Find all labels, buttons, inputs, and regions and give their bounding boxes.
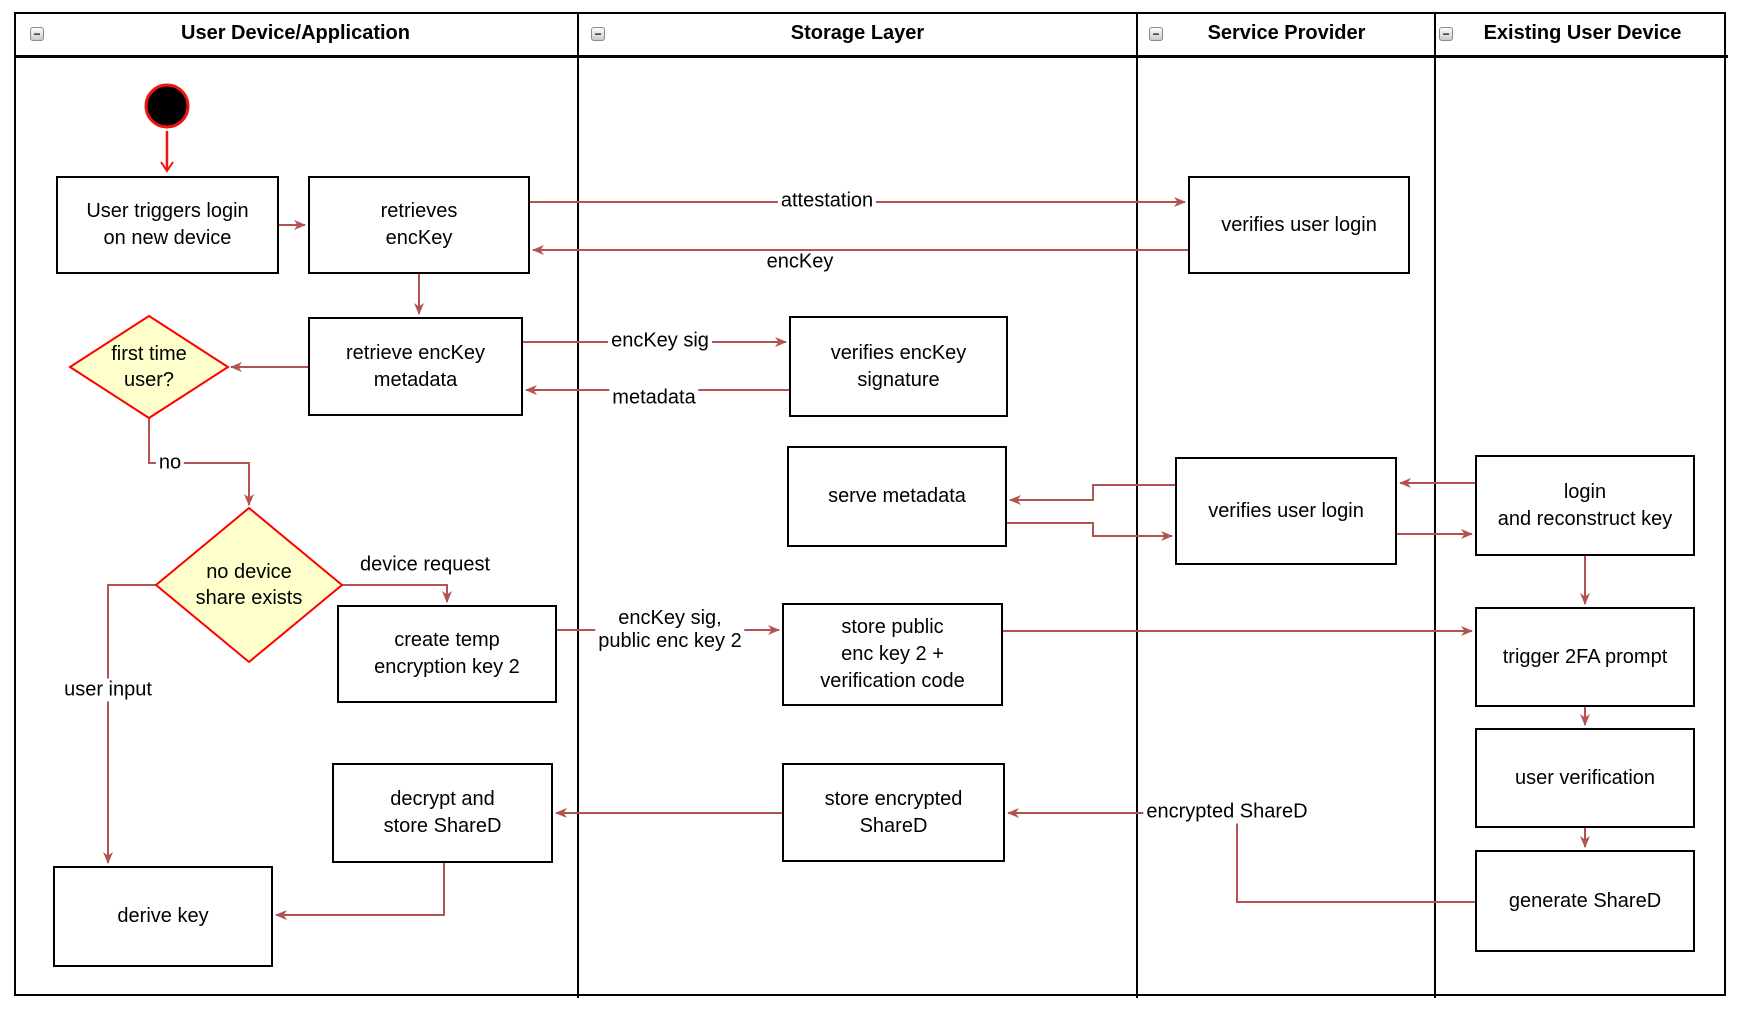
edge-label-metadata: metadata [609,386,699,410]
edge-label-enckey-sig: encKey sig [608,329,712,353]
edge-label-enckey-sig-public: encKey sig, public enc key 2 [595,607,745,653]
lane-divider [1434,12,1436,998]
node-derive-key: derive key [53,866,273,967]
edge-no-branch [148,418,254,506]
node-verifies-user-login-top: verifies user login [1188,176,1410,274]
edge-encrypted-shared [1007,808,1475,903]
lane-header-service-provider: − Service Provider [1139,12,1434,55]
node-retrieve-enckey-metadata: retrieve encKey metadata [308,317,523,416]
edge-label-device-request: device request [359,553,491,576]
node-store-public-enc-key: store public enc key 2 + verification co… [782,603,1003,706]
lane-title-storage-layer: Storage Layer [790,22,925,44]
node-generate-shared: generate ShareD [1475,850,1695,952]
collapse-icon[interactable]: − [30,27,44,41]
node-trigger-2fa-prompt: trigger 2FA prompt [1475,607,1695,707]
edge-label-attestation: attestation [777,189,877,213]
lane-divider [1136,12,1138,998]
edge-serve-metadata-to-verifies [1007,522,1173,541]
decision-no-device-share-shape [154,506,344,664]
decision-no-device-share-label: no device share exists [195,561,303,609]
edge-device-request [342,584,452,603]
start-node [144,83,190,129]
lane-title-user-device: User Device/Application [181,22,410,44]
edge-user-input [103,584,156,864]
lane-header-user-device: − User Device/Application [14,12,577,55]
edge-label-enckey: encKey [766,250,834,273]
edge-label-user-input: user input [61,678,155,702]
node-verifies-user-login-mid: verifies user login [1175,457,1397,565]
node-verifies-enckey-signature: verifies encKey signature [789,316,1008,417]
node-create-temp-encryption-key: create temp encryption key 2 [337,605,557,703]
edge-verifies-to-serve-metadata [1009,484,1175,505]
edge-label-encrypted-shared: encrypted ShareD [1143,800,1311,824]
node-retrieves-enckey: retrieves encKey [308,176,530,274]
node-serve-metadata: serve metadata [787,446,1007,547]
node-decrypt-and-store-shared: decrypt and store ShareD [332,763,553,863]
collapse-icon[interactable]: − [591,27,605,41]
decision-first-time-user-shape [68,314,230,420]
decision-first-time-user-label: first time user? [111,343,187,391]
node-user-verification: user verification [1475,728,1695,828]
lane-header-storage-layer: − Storage Layer [579,12,1136,55]
lane-title-service-provider: Service Provider [1207,22,1366,44]
lane-header-underline [14,55,1728,58]
node-login-and-reconstruct-key: login and reconstruct key [1475,455,1695,556]
edge-label-no: no [155,451,185,475]
edge-decrypt-to-derive-key [275,863,445,920]
node-store-encrypted-shared: store encrypted ShareD [782,763,1005,862]
lane-header-existing-user-device: − Existing User Device [1437,12,1728,55]
lane-title-existing-user-device: Existing User Device [1483,22,1682,44]
collapse-icon[interactable]: − [1439,27,1453,41]
lane-divider [577,12,579,998]
collapse-icon[interactable]: − [1149,27,1163,41]
pool-border [14,12,1726,996]
node-user-triggers-login: User triggers login on new device [56,176,279,274]
